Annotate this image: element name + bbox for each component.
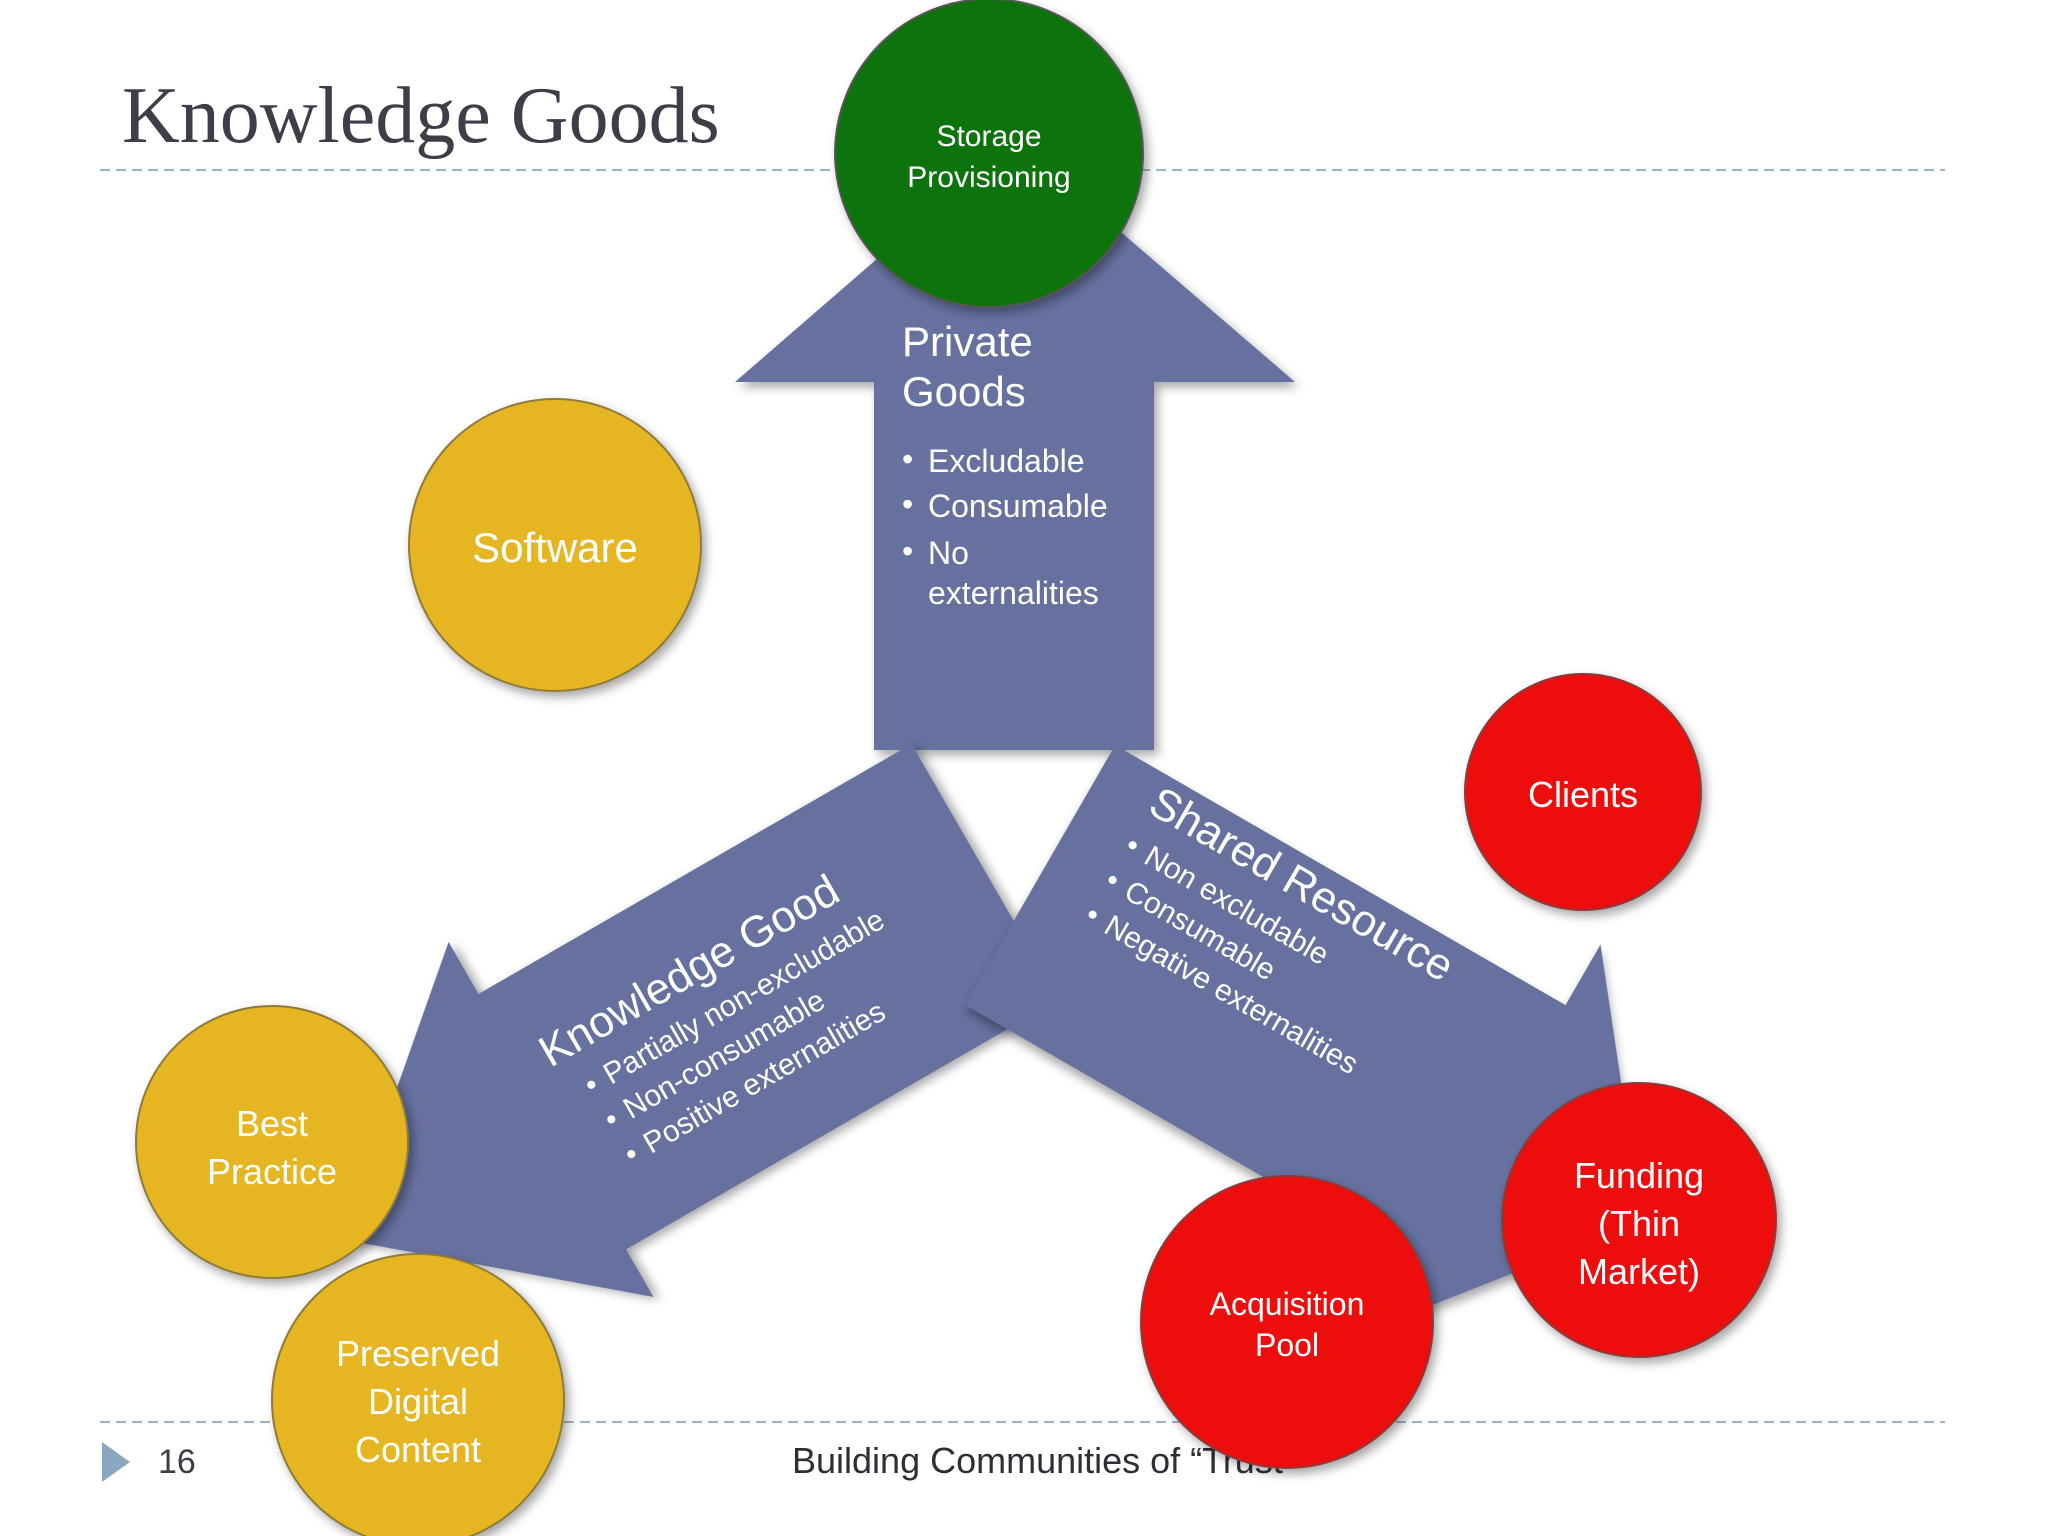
preserved-line2: Digital (368, 1381, 468, 1422)
private-goods-heading-line2: Goods (902, 368, 1026, 415)
storage-label-line1: Storage (936, 120, 1041, 153)
private-goods-bullet-marker: • (902, 441, 913, 477)
acquisition-line2: Pool (1255, 1327, 1319, 1363)
preserved-line3: Content (355, 1429, 481, 1470)
software-circle: Software (408, 398, 702, 692)
private-goods-bullet-1: Excludable (928, 443, 1085, 479)
footer-marker-icon (102, 1442, 130, 1482)
clients-circle: Clients (1464, 673, 1702, 911)
shared-resource-arrow (965, 745, 1643, 1326)
knowledge-good-arrow (343, 743, 1060, 1298)
funding-circle: Funding (Thin Market) (1501, 1082, 1777, 1358)
private-goods-bullet-marker: • (902, 533, 913, 569)
best-practice-circle: Best Practice (135, 1005, 409, 1279)
private-goods-arrow (735, 140, 1295, 750)
private-goods-bullet-2: Consumable (928, 488, 1108, 524)
private-goods-bullet-3: No (928, 535, 969, 571)
slide-title: Knowledge Goods (122, 72, 720, 160)
private-goods-bullet-marker: • (902, 486, 913, 522)
storage-provisioning-circle: Storage Provisioning (834, 0, 1144, 308)
best-practice-line1: Best (236, 1103, 308, 1144)
private-goods-heading-line1: Private (902, 318, 1033, 365)
clients-label: Clients (1528, 774, 1638, 815)
acquisition-pool-circle: Acquisition Pool (1140, 1175, 1434, 1469)
best-practice-line2: Practice (207, 1151, 337, 1192)
funding-line1: Funding (1574, 1155, 1704, 1196)
acquisition-line1: Acquisition (1210, 1286, 1365, 1322)
funding-line3: Market) (1578, 1251, 1700, 1292)
private-goods-text: Private Goods • Excludable • Consumable … (902, 318, 1108, 611)
page-number: 16 (158, 1443, 196, 1481)
preserved-line1: Preserved (336, 1333, 500, 1374)
funding-line2: (Thin (1598, 1203, 1680, 1244)
software-label: Software (472, 524, 638, 571)
storage-label-line2: Provisioning (907, 161, 1070, 194)
preserved-digital-content-circle: Preserved Digital Content (271, 1253, 565, 1536)
private-goods-bullet-3-cont: externalities (928, 575, 1099, 611)
